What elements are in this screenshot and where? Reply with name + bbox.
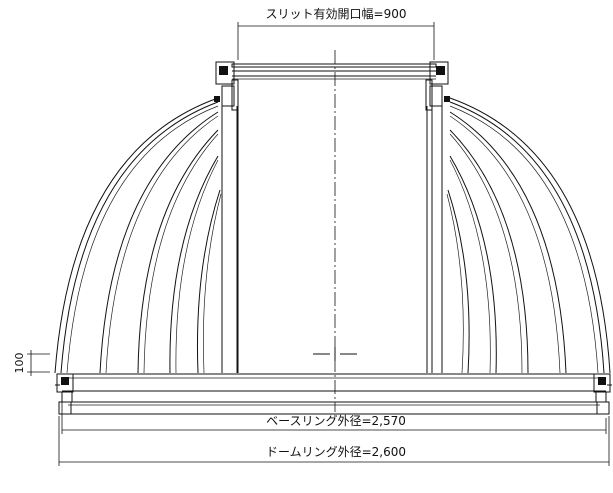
- base-ring-label: ベースリング外径=2,570: [266, 414, 406, 428]
- dome-ring-label: ドームリング外径=2,600: [266, 445, 406, 459]
- left-base-hardware: [55, 373, 74, 415]
- right-base-hardware: [593, 373, 612, 415]
- base-ring-dimension: ベースリング外径=2,570: [61, 398, 607, 434]
- slit-width-label: スリット有効開口幅=900: [266, 6, 407, 21]
- slit-frame: [221, 80, 443, 373]
- left-slit-hardware: [214, 61, 239, 111]
- height-dimension: 100: [13, 350, 50, 376]
- height-label: 100: [13, 353, 26, 374]
- left-dome-ribs: [54, 97, 222, 374]
- slit-width-dimension: スリット有効開口幅=900: [237, 6, 435, 60]
- right-slit-hardware: [425, 61, 450, 111]
- dome-ring-dimension: ドームリング外径=2,600: [58, 416, 610, 466]
- dome-ring: [58, 401, 610, 415]
- slit-top-cover: [231, 63, 437, 80]
- base-ring: [62, 373, 606, 392]
- center-mark: [313, 347, 357, 361]
- right-dome-ribs: [446, 97, 611, 374]
